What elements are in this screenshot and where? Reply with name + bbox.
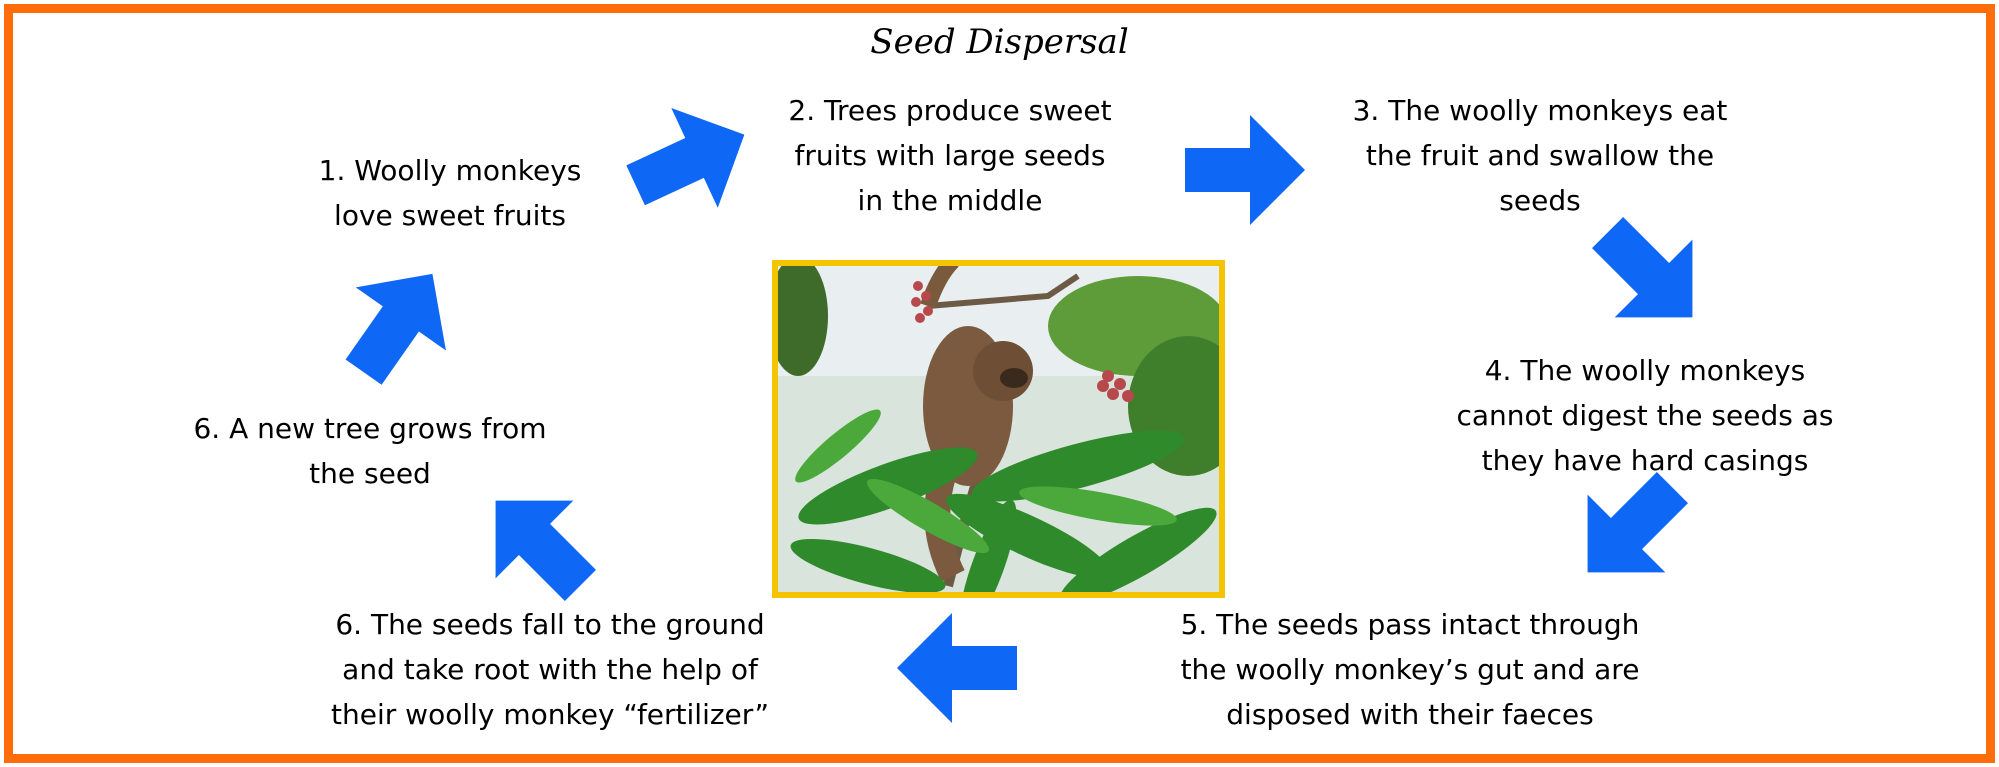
arrow-left-icon bbox=[897, 613, 1017, 723]
woolly-monkey-photo bbox=[772, 260, 1225, 598]
arrow-down-left-icon bbox=[1549, 449, 1712, 612]
arrow-up-left-icon bbox=[457, 462, 620, 625]
arrow-up-icon bbox=[319, 242, 478, 403]
arrow-right-icon bbox=[612, 85, 767, 235]
arrow-right-icon bbox=[1185, 115, 1305, 225]
arrow-down-right-icon bbox=[1569, 194, 1732, 357]
woolly-monkey-in-fruit-tree-photo bbox=[778, 266, 1219, 592]
